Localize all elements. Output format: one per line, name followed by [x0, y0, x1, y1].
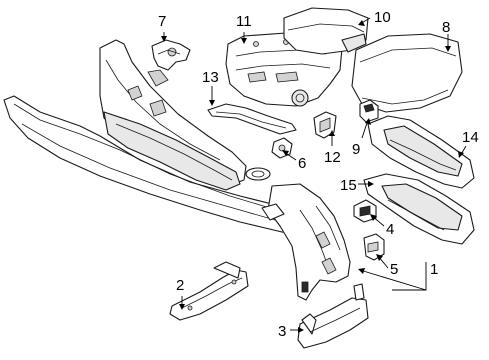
small-bracket-part	[151, 39, 191, 71]
bottom-bracket-part	[169, 261, 249, 321]
block-part	[353, 199, 377, 223]
callout-2: 2	[176, 277, 184, 294]
callout-7: 7	[158, 13, 166, 30]
callout-14: 14	[462, 129, 479, 146]
callout-12: 12	[324, 149, 341, 166]
callout-5: 5	[390, 261, 398, 278]
lid-cover-part	[283, 7, 369, 55]
clip-part	[363, 233, 385, 261]
callout-labels: 7 11 10 8 13 9 12 6 14 15 4 5 1 2 3	[158, 9, 479, 340]
callout-9: 9	[352, 141, 360, 158]
switch-part	[359, 99, 379, 123]
callout-1: 1	[430, 261, 438, 278]
console-body-part	[3, 39, 351, 301]
callout-4: 4	[386, 221, 394, 238]
callout-3: 3	[278, 323, 286, 340]
callout-10: 10	[374, 9, 391, 26]
callout-11: 11	[236, 13, 252, 30]
callout-6: 6	[298, 155, 306, 172]
callout-13: 13	[202, 69, 219, 86]
lower-tray-part	[363, 173, 475, 245]
armrest-pad-part	[351, 33, 463, 113]
lower-bracket-part	[297, 283, 369, 349]
leader-arrows	[161, 20, 464, 333]
callout-8: 8	[442, 19, 450, 36]
clip-bracket-part	[313, 111, 337, 139]
storage-tray-part	[367, 115, 475, 189]
callout-15: 15	[340, 177, 357, 194]
trim-strip-part	[207, 103, 297, 135]
